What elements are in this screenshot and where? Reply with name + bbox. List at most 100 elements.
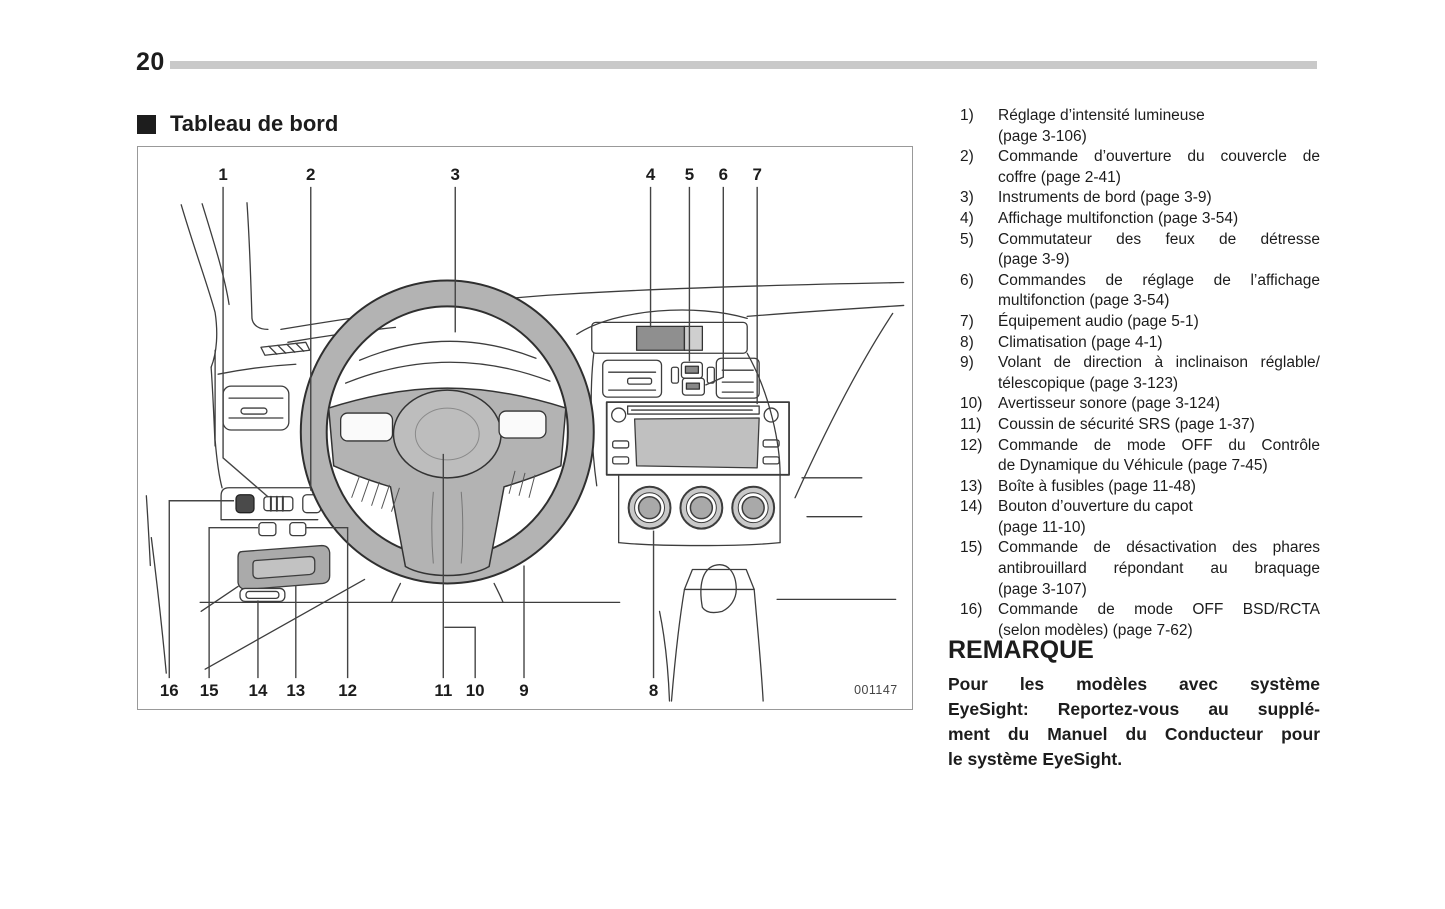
- legend-item-number: 14): [960, 498, 983, 516]
- callout-8: 8: [649, 681, 658, 700]
- legend-list: 1) Réglage d’intensité lumineuse(page 3-1…: [960, 106, 1320, 641]
- legend-item-text: Coussin de sécurité SRS (page 1-37): [998, 415, 1255, 433]
- dashboard-diagram: 1 2 3 4 5 6 7 16 15 14 13 12 11 10 9 8 0…: [137, 146, 913, 710]
- fog-light-off-switch: [258, 522, 277, 537]
- dimmer-dial: [263, 495, 294, 512]
- legend-item-number: 8): [960, 333, 974, 351]
- callout-3: 3: [451, 165, 460, 184]
- header-rule: [170, 61, 1317, 69]
- figure-code: 001147: [854, 683, 898, 697]
- audio-unit: [605, 401, 790, 476]
- legend-item: 3) Instruments de bord (page 3-9): [960, 188, 1320, 209]
- legend-item: 8) Climatisation (page 4-1): [960, 333, 1320, 354]
- instrument-cluster: [344, 340, 551, 384]
- legend-item: 4) Affichage multifonction (page 3-54): [960, 209, 1320, 230]
- vdc-off-switch: [289, 522, 307, 537]
- legend-item-number: 4): [960, 209, 974, 227]
- legend-item-number: 12): [960, 436, 983, 454]
- legend-item: 14) Bouton d’ouverture du capot(page 11-1…: [960, 497, 1320, 538]
- climate-knobs: [618, 474, 781, 547]
- switch-panel: [220, 487, 322, 537]
- legend-item: 9) Volant de direction à inclinaison régl…: [960, 353, 1320, 394]
- legend-item-text: Bouton d’ouverture du capot(page 11-10): [998, 498, 1193, 536]
- legend-item-number: 10): [960, 395, 983, 413]
- callout-15: 15: [200, 681, 219, 700]
- side-vent: [222, 385, 290, 431]
- passenger-door-lines: [776, 312, 897, 601]
- legend-item-text: Avertisseur sonore (page 3-124): [998, 395, 1221, 413]
- legend-item-number: 6): [960, 271, 974, 289]
- legend-item-number: 1): [960, 107, 974, 124]
- legend-item-number: 13): [960, 477, 983, 495]
- callout-5: 5: [685, 165, 694, 184]
- steering-wheel: [299, 279, 595, 585]
- callout-6: 6: [719, 165, 728, 184]
- page-number: 20: [136, 48, 165, 76]
- square-bullet-icon: [137, 114, 156, 134]
- legend-item-number: 16): [960, 601, 983, 619]
- legend-item-number: 11): [960, 415, 982, 433]
- callout-2: 2: [306, 165, 315, 184]
- callout-14: 14: [249, 681, 268, 700]
- callout-1: 1: [218, 165, 227, 184]
- legend-item-text: Volant de direction à inclinaison réglab…: [998, 354, 1320, 392]
- audio-screen: [633, 417, 760, 469]
- hazard-switch: [680, 361, 704, 379]
- legend-item-text: Réglage d’intensité lumineuse(page 3-106…: [998, 107, 1205, 145]
- legend-item-text: Affichage multifonction (page 3-54): [998, 209, 1239, 227]
- center-display: [635, 325, 686, 351]
- legend-item: 13) Boîte à fusibles (page 11-48): [960, 477, 1320, 498]
- callout-12: 12: [338, 681, 357, 700]
- callout-11: 11: [434, 681, 452, 700]
- a-pillar: [180, 202, 269, 447]
- legend-item-number: 5): [960, 230, 974, 248]
- note-body: Pour les modèles avec système EyeSight: …: [948, 674, 1320, 769]
- right-vent: [715, 357, 760, 399]
- legend-item-number: 2): [960, 148, 974, 166]
- legend-item-text: Boîte à fusibles (page 11-48): [998, 477, 1196, 495]
- legend-item: 5) Commutateur des feux de détresse(page …: [960, 230, 1320, 271]
- callout-16: 16: [160, 681, 179, 700]
- info-switches: [681, 377, 706, 396]
- callout-9: 9: [519, 681, 528, 700]
- dashboard-illustration: 1 2 3 4 5 6 7 16 15 14 13 12 11 10 9 8 0…: [145, 165, 905, 702]
- center-stack: [576, 309, 790, 702]
- callout-13: 13: [286, 681, 305, 700]
- callout-7: 7: [752, 165, 761, 184]
- section-title: Tableau de bord: [170, 111, 339, 136]
- airbag-pad: [392, 389, 502, 479]
- defroster-vent: [260, 341, 311, 356]
- shifter-console: [658, 564, 764, 702]
- note-title: REMARQUE: [948, 636, 1094, 664]
- legend-item: 11) Coussin de sécurité SRS (page 1-37): [960, 415, 1320, 436]
- legend-item: 7) Équipement audio (page 5-1): [960, 312, 1320, 333]
- section-heading: Tableau de bord: [137, 111, 338, 137]
- leader-lines: [168, 186, 758, 679]
- dashboard-line-art: [145, 202, 905, 702]
- legend-item-number: 15): [960, 539, 983, 557]
- left-spoke-switch-slot: [340, 412, 394, 442]
- legend-item-text: Instruments de bord (page 3-9): [998, 189, 1212, 207]
- right-spoke-switch-slot: [498, 410, 547, 439]
- legend-item-text: Commutateur des feux de détresse(page 3-…: [998, 230, 1320, 269]
- storage-pocket: [237, 544, 331, 591]
- legend-item: 16) Commande de mode OFF BSD/RCTA(selon m…: [960, 600, 1320, 641]
- legend-item-number: 3): [960, 189, 974, 207]
- legend-item-number: 7): [960, 312, 974, 330]
- hood-release-handle: [239, 587, 286, 603]
- legend-item: 1) Réglage d’intensité lumineuse(page 3-1…: [960, 106, 1320, 147]
- legend-item-text: Commande de mode OFF BSD/RCTA(selon modè…: [998, 601, 1320, 639]
- legend-item-number: 9): [960, 354, 974, 372]
- legend-item-text: Équipement audio (page 5-1): [998, 312, 1199, 330]
- callout-4: 4: [646, 165, 656, 184]
- legend-item-text: Climatisation (page 4-1): [998, 333, 1163, 351]
- left-vent: [602, 359, 663, 398]
